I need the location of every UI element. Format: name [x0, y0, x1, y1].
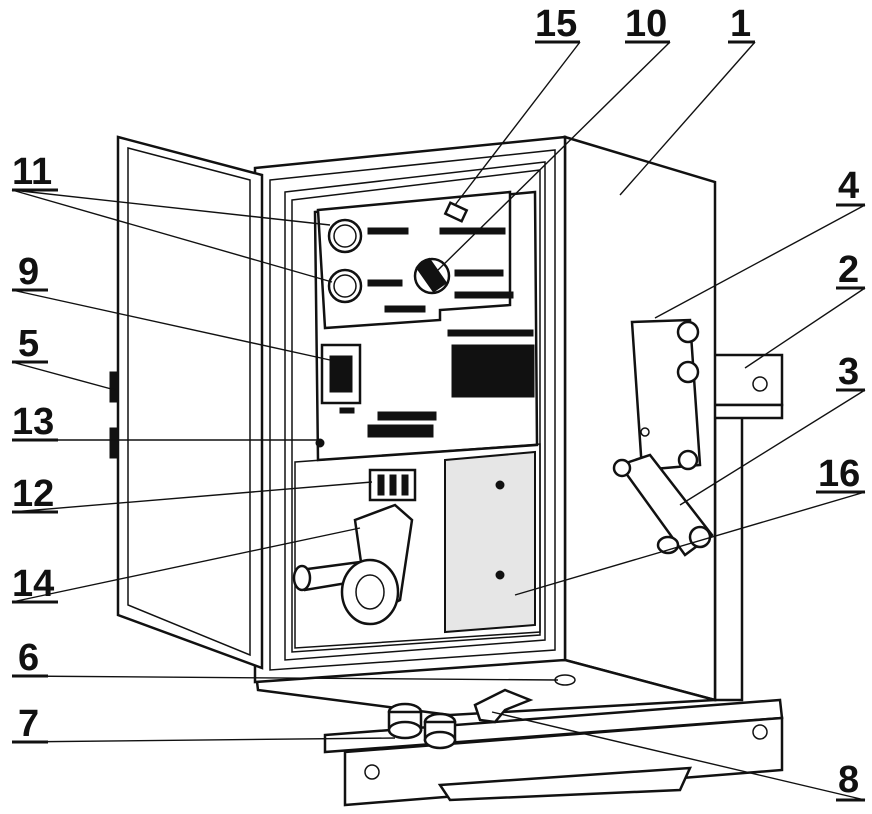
callout-12: 12 — [12, 473, 54, 515]
side-drive — [612, 318, 714, 557]
callout-8: 8 — [838, 759, 859, 801]
callout-10: 10 — [625, 3, 667, 45]
callout-11: 11 — [12, 151, 52, 193]
callout-4: 4 — [838, 165, 859, 207]
callout-6: 6 — [18, 637, 39, 679]
callout-13: 13 — [12, 401, 54, 443]
callout-15: 15 — [535, 3, 577, 45]
callout-2: 2 — [838, 249, 859, 291]
callout-labels: 15 10 1 4 2 3 16 8 11 9 5 13 12 14 6 7 — [12, 3, 865, 802]
callout-9: 9 — [18, 251, 39, 293]
cable-glands — [387, 688, 534, 750]
callout-14: 14 — [12, 563, 54, 605]
callout-5: 5 — [18, 323, 39, 365]
callout-3: 3 — [838, 351, 859, 393]
side-post — [710, 353, 784, 702]
callout-1: 1 — [730, 3, 751, 45]
open-door — [109, 135, 264, 670]
callout-16: 16 — [818, 453, 860, 495]
leader-lines — [11, 41, 866, 801]
lower-compartment — [292, 443, 541, 649]
control-panel — [313, 190, 539, 462]
callout-7: 7 — [18, 703, 39, 745]
